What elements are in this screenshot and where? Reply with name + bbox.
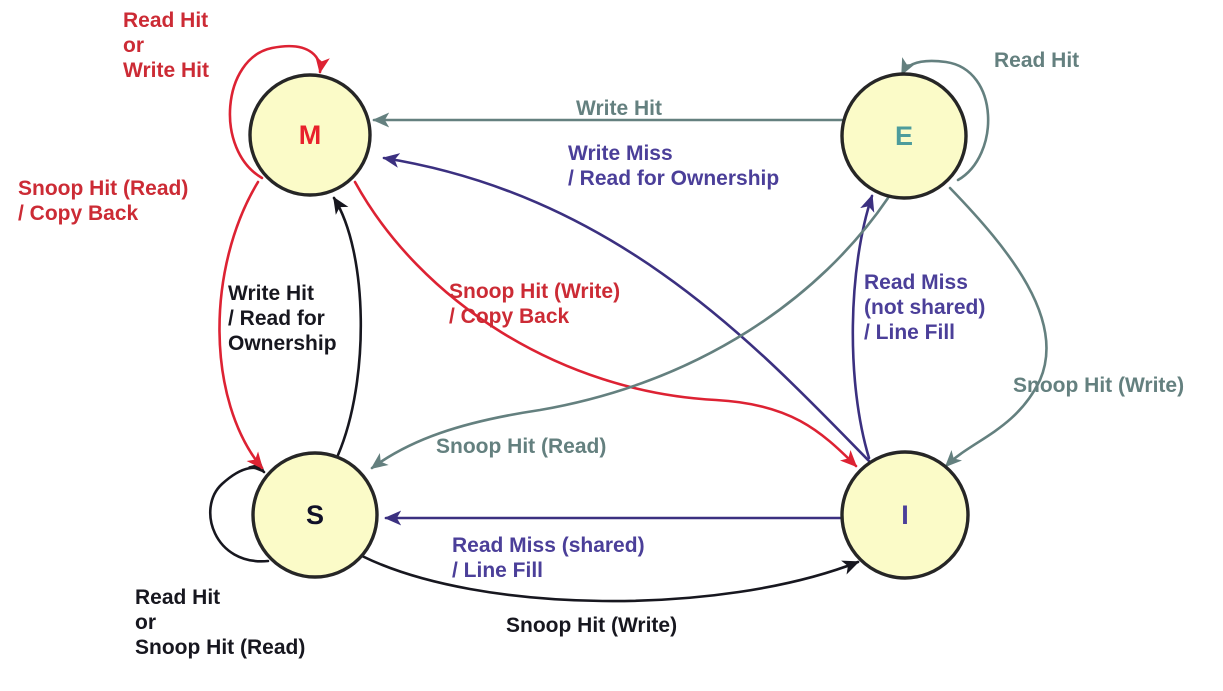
edge-label-s-to-s: Read Hit or Snoop Hit (Read) xyxy=(135,586,306,659)
edge-label-m-to-s: Snoop Hit (Read) / Copy Back xyxy=(18,177,189,225)
edge-label-m-to-i: Snoop Hit (Write) / Copy Back xyxy=(449,280,621,328)
node-m[interactable]: M xyxy=(248,73,372,197)
edge-label-i-to-m: Write Miss / Read for Ownership xyxy=(568,142,780,190)
edge-label-e-to-m: Write Hit xyxy=(576,97,662,120)
edge-m-to-s xyxy=(218,180,264,470)
edge-label-m-to-m: Read Hit or Write Hit xyxy=(123,9,209,82)
edge-i-to-e xyxy=(851,194,875,460)
edge-e-to-i xyxy=(944,186,1048,468)
node-label-i: I xyxy=(901,500,909,530)
edge-label-s-to-i: Snoop Hit (Write) xyxy=(506,614,678,637)
edge-s-to-m xyxy=(332,196,363,457)
node-e[interactable]: E xyxy=(840,72,968,200)
node-label-e: E xyxy=(895,121,913,151)
edge-label-s-to-m: Write Hit / Read for Ownership xyxy=(228,282,337,355)
node-s[interactable]: S xyxy=(251,451,379,579)
node-label-s: S xyxy=(306,500,324,530)
node-i[interactable]: I xyxy=(840,450,970,580)
edge-m-to-i xyxy=(353,180,858,468)
edge-e-to-e xyxy=(900,57,990,182)
edge-label-i-to-e: Read Miss (not shared) / Line Fill xyxy=(864,271,986,344)
node-label-m: M xyxy=(299,120,322,150)
edge-label-e-to-s: Snoop Hit (Read) xyxy=(436,435,607,458)
edge-i-to-m xyxy=(382,153,871,463)
edge-e-to-s xyxy=(370,196,890,470)
edge-label-i-to-s: Read Miss (shared) / Line Fill xyxy=(452,534,645,582)
edge-s-to-i xyxy=(360,554,860,603)
edge-label-e-to-e: Read Hit xyxy=(994,49,1080,72)
edge-m-to-m xyxy=(228,45,330,180)
edge-label-e-to-i: Snoop Hit (Write) xyxy=(1013,374,1185,397)
